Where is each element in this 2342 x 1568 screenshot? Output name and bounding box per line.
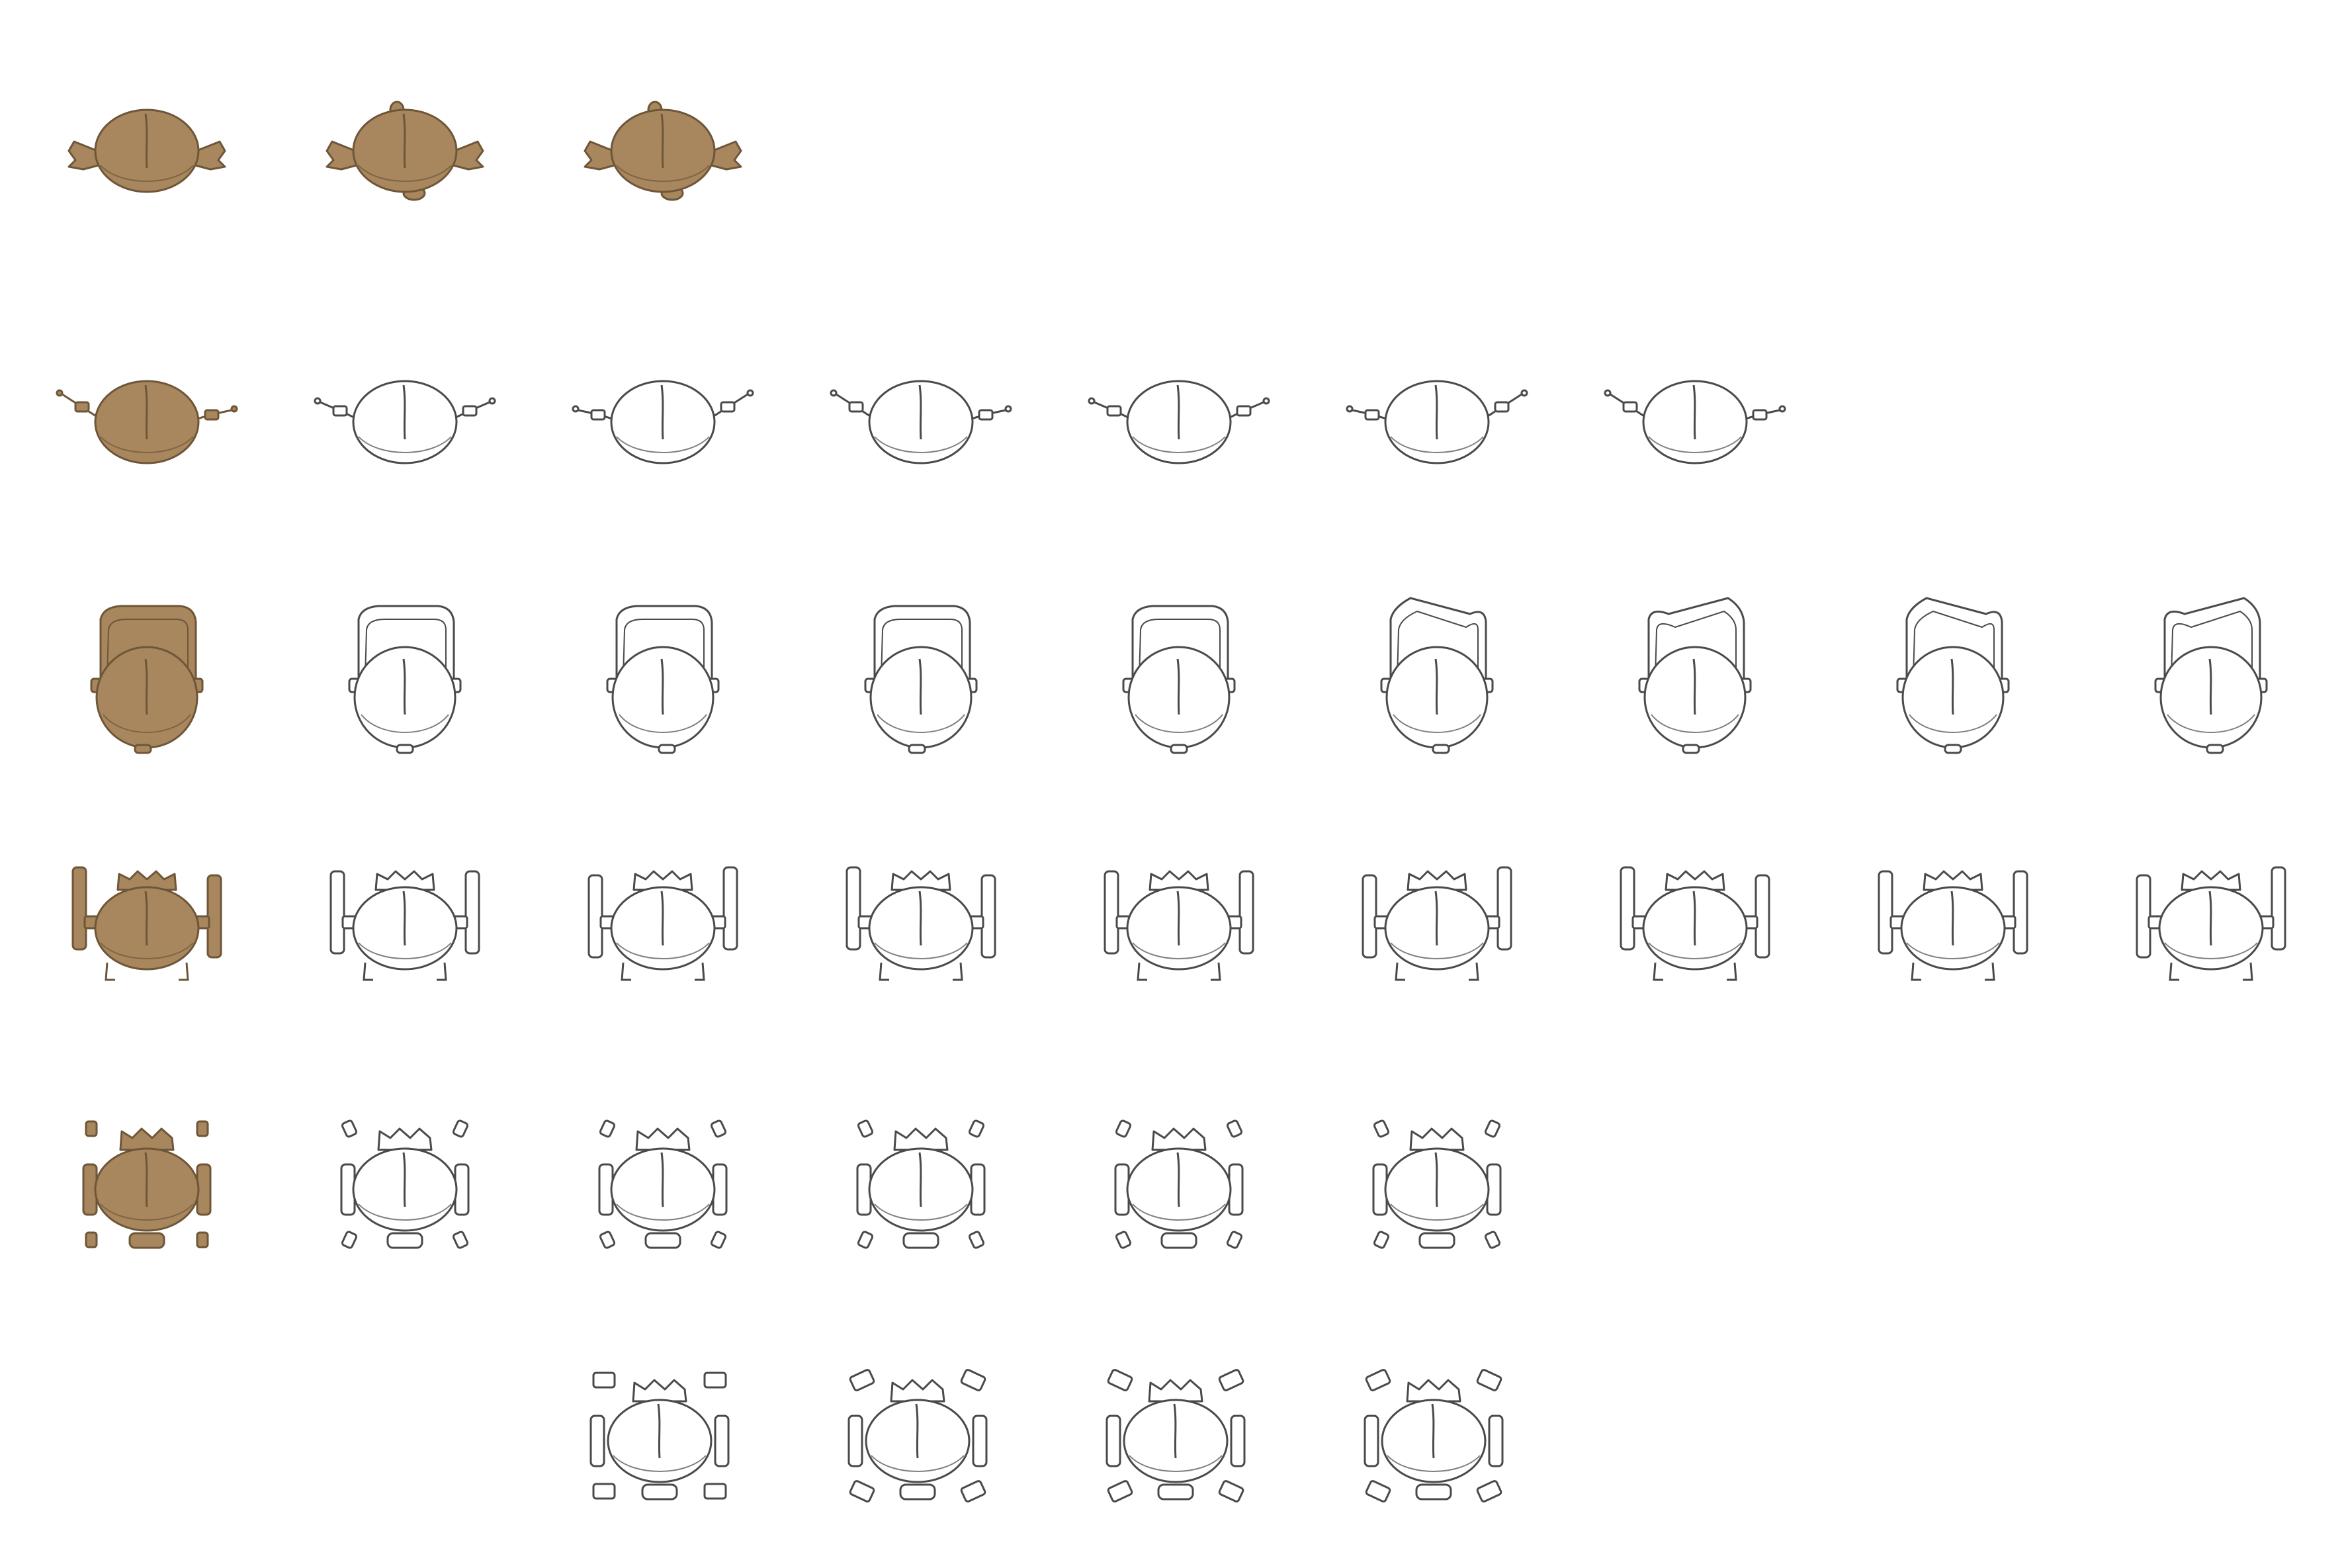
sprite-backpack-row-frame-1	[48, 589, 246, 787]
sprite-tall-shields-row-frame-6	[1338, 824, 1536, 1022]
sprite-pads-row-frame-1	[48, 1085, 246, 1284]
sprite-pads-row-frame-2	[306, 1085, 504, 1284]
sprite-tall-shields-row-frame-7	[1596, 824, 1794, 1022]
sprite-tall-shields-row-frame-8	[1854, 824, 2052, 1022]
sprite-backpack-row-frame-2	[306, 589, 504, 787]
sprite-tall-shields-row-frame-1	[48, 824, 246, 1022]
sprite-dual-pistols-row-frame-3	[564, 318, 762, 516]
sprite-tall-shields-row-frame-9	[2112, 824, 2310, 1022]
sprite-backpack-row-frame-3	[564, 589, 762, 787]
sprite-pads-row-frame-6	[1338, 1085, 1536, 1284]
sprite-backpack-row-frame-7	[1596, 589, 1794, 787]
sprite-dual-pistols-row-frame-4	[822, 318, 1020, 516]
sprite-backpack-row-frame-4	[822, 589, 1020, 787]
sprite-dual-pistols-row-frame-7	[1596, 318, 1794, 516]
sprite-dual-pistols-row-frame-6	[1338, 318, 1536, 516]
sprite-tall-shields-row-frame-3	[564, 824, 762, 1022]
sprite-pads-row-frame-5	[1080, 1085, 1278, 1284]
sprite-pads-extra-row-frame-4	[1334, 1336, 1533, 1535]
sprite-pads-extra-row-frame-2	[818, 1336, 1017, 1535]
sprite-pads-extra-row-frame-3	[1076, 1336, 1275, 1535]
sprite-pads-extra-row-frame-1	[560, 1336, 759, 1535]
sprite-pads-row-frame-3	[564, 1085, 762, 1284]
sprite-pads-row-frame-4	[822, 1085, 1020, 1284]
sprite-tall-shields-row-frame-2	[306, 824, 504, 1022]
sprite-dual-pistols-row-frame-5	[1080, 318, 1278, 516]
sprite-tall-shields-row-frame-4	[822, 824, 1020, 1022]
sprite-backpack-row-frame-6	[1338, 589, 1536, 787]
sprite-tall-shields-row-frame-5	[1080, 824, 1278, 1022]
sprite-dual-pistols-row-frame-1	[48, 318, 246, 516]
sprite-dual-pistols-row-frame-2	[306, 318, 504, 516]
sprite-backpack-row-frame-8	[1854, 589, 2052, 787]
sprite-cape-row-frame-2	[306, 46, 504, 245]
sprite-cape-row-frame-3	[564, 46, 762, 245]
sprite-cape-row-frame-1	[48, 46, 246, 245]
sprite-backpack-row-frame-9	[2112, 589, 2310, 787]
sprite-backpack-row-frame-5	[1080, 589, 1278, 787]
